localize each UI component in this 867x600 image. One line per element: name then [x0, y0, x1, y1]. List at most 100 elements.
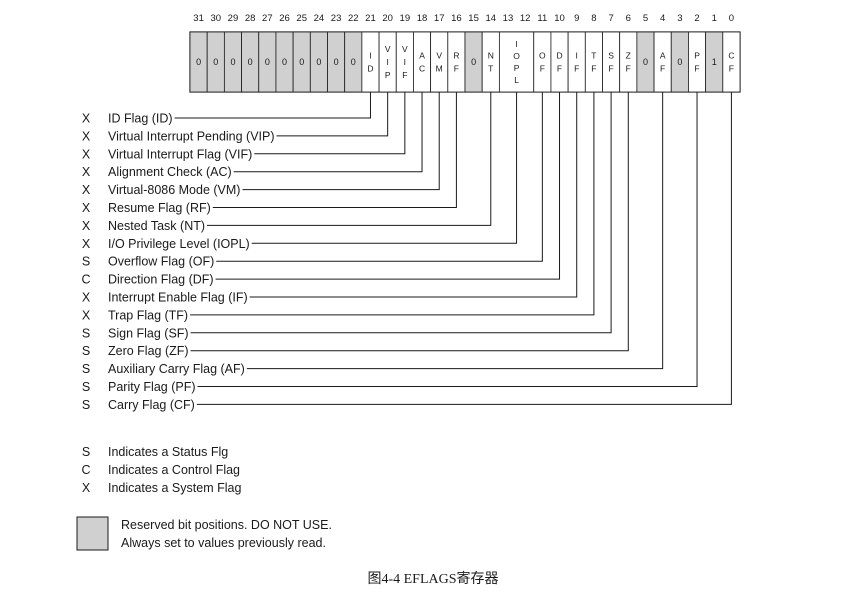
bit-cell-box — [722, 31, 741, 93]
bit-number: 8 — [591, 13, 596, 24]
flag-bit-cell: VIF — [395, 31, 414, 93]
legend-code: S — [82, 445, 90, 459]
flag-label: Virtual Interrupt Flag (VIF) — [108, 147, 252, 161]
leader-line — [246, 92, 664, 370]
bit-cell-box — [481, 31, 500, 93]
bit-number: 31 — [193, 13, 204, 24]
bit-number: 1 — [712, 13, 717, 24]
bit-number: 0 — [729, 13, 734, 24]
bit-cell-letter: T — [591, 51, 596, 61]
bit-cell-letter: 0 — [196, 57, 201, 67]
flag-type: X — [82, 201, 91, 215]
bit-cell-letter: M — [436, 64, 443, 74]
reserved-bit-cell: 0 — [670, 31, 689, 93]
bit-cell-letter: I — [386, 57, 388, 67]
reserved-bit-cell: 0 — [344, 31, 363, 93]
bit-cell-letter: 0 — [351, 57, 356, 67]
flag-type: S — [82, 326, 90, 340]
bit-cell-box — [533, 31, 552, 93]
bit-cell-box — [447, 31, 466, 93]
bit-number: 17 — [434, 13, 445, 24]
bit-number: 11 — [537, 13, 547, 24]
leader-line — [216, 92, 543, 262]
legend-text: Indicates a System Flag — [108, 481, 241, 495]
bit-cell-letter: A — [660, 51, 666, 61]
bit-cell-letter: P — [694, 51, 700, 61]
bit-cell-letter: 0 — [230, 57, 235, 67]
leader-line — [249, 92, 578, 298]
bit-cell-letter: 0 — [316, 57, 321, 67]
reserved-note-line2: Always set to values previously read. — [121, 536, 326, 550]
flag-label: Interrupt Enable Flag (IF) — [108, 291, 248, 305]
flag-bit-cell: PF — [688, 31, 707, 93]
bit-cell-letter: O — [539, 51, 546, 61]
bit-number: 18 — [417, 13, 428, 24]
flag-type: X — [82, 219, 91, 233]
bit-number: 24 — [314, 13, 325, 24]
leader-line — [190, 92, 595, 316]
bit-number: 16 — [451, 13, 462, 24]
leader-line — [197, 92, 698, 387]
flag-bit-cell: TF — [584, 31, 603, 93]
bit-cell-letter: F — [729, 64, 734, 74]
flag-label: Direction Flag (DF) — [108, 273, 214, 287]
reserved-bit-cell: 0 — [258, 31, 277, 93]
reserved-bit-cell: 0 — [327, 31, 346, 93]
bit-cell-letter: V — [436, 51, 442, 61]
bit-cell-box — [567, 31, 586, 93]
bit-number: 14 — [485, 13, 496, 24]
leader-line — [196, 92, 732, 405]
bit-cell-letter: 0 — [282, 57, 287, 67]
flag-bit-cell: ID — [361, 31, 380, 93]
bit-cell-letter: I — [576, 51, 578, 61]
reserved-bit-cell: 0 — [241, 31, 260, 93]
bit-cell-letter: 0 — [643, 57, 648, 67]
flag-type: S — [82, 398, 90, 412]
flag-type: X — [82, 237, 91, 251]
leader-line — [251, 92, 518, 244]
flag-label: Virtual-8086 Mode (VM) — [108, 183, 240, 197]
reserved-note: Reserved bit positions. DO NOT USE. Alwa… — [76, 516, 332, 551]
leader-lines — [174, 92, 732, 405]
bit-number: 19 — [400, 13, 411, 24]
reserved-bit-cell: 0 — [309, 31, 328, 93]
bit-cell-letter: 0 — [471, 57, 476, 67]
bit-number: 4 — [660, 13, 665, 24]
flag-bit-cell: DF — [550, 31, 569, 93]
flag-label: Sign Flag (SF) — [108, 326, 189, 340]
bit-cell-letter: 0 — [265, 57, 270, 67]
bit-cell-letter: N — [488, 51, 494, 61]
bit-number: 9 — [574, 13, 579, 24]
bit-cell-letter: 1 — [712, 57, 717, 67]
leader-line — [190, 92, 629, 352]
bit-number: 6 — [626, 13, 631, 24]
bit-cell-letter: 0 — [334, 57, 339, 67]
flag-label: Resume Flag (RF) — [108, 201, 211, 215]
bit-number: 25 — [296, 13, 307, 24]
flag-bit-cell: SF — [602, 31, 621, 93]
bit-cell-box — [653, 31, 672, 93]
flag-type: X — [82, 165, 91, 179]
flag-bit-cell: CF — [722, 31, 741, 93]
leader-line — [190, 92, 612, 334]
reserved-bit-cell: 0 — [189, 31, 208, 93]
bit-cell-letter: S — [608, 51, 614, 61]
bit-cell-letter: Z — [626, 51, 631, 61]
bit-cell-letter: A — [419, 51, 425, 61]
figure-caption: 图4-4 EFLAGS寄存器 — [367, 570, 498, 587]
bit-cell-letter: V — [385, 44, 391, 54]
